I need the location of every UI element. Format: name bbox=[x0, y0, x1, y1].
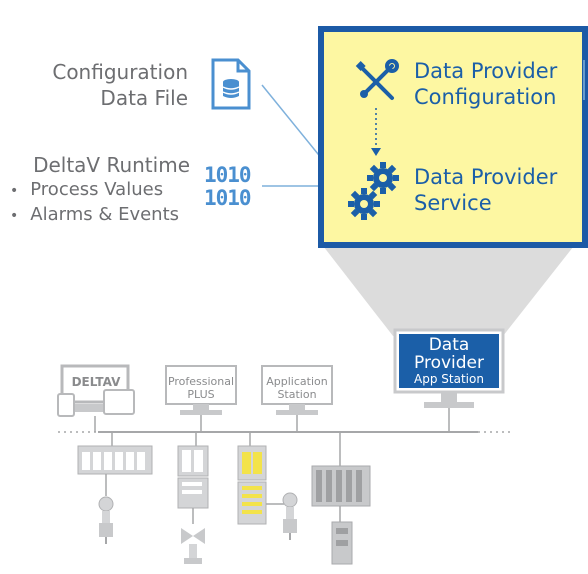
dp-station-line1: Data bbox=[428, 335, 470, 355]
config-data-file-line1: Configuration bbox=[52, 60, 188, 84]
projection-funnel bbox=[320, 242, 577, 336]
professional-plus-line2: PLUS bbox=[187, 388, 215, 401]
bullet-dot-icon: • bbox=[10, 183, 19, 199]
application-station-monitor bbox=[261, 365, 333, 432]
document-database-icon bbox=[211, 58, 251, 110]
io-rack-1 bbox=[77, 445, 153, 544]
config-data-file-line2: Data File bbox=[100, 86, 188, 110]
wrench-screwdriver-icon bbox=[355, 59, 399, 100]
data-provider-station-monitor bbox=[393, 328, 505, 432]
deltav-workstation bbox=[57, 364, 135, 432]
runtime-bullet-1-text: Process Values bbox=[30, 179, 164, 200]
service-label: Data Provider Service bbox=[414, 164, 574, 216]
application-station-line1: Application bbox=[266, 375, 328, 388]
dotted-flow-arrow bbox=[371, 108, 381, 156]
application-station-label: Application Station bbox=[262, 375, 332, 401]
deltav-logo: DELTAV bbox=[71, 375, 121, 389]
dp-station-line3: App Station bbox=[414, 372, 484, 386]
config-data-file-label: Configuration Data File bbox=[20, 59, 188, 111]
config-label: Data Provider Configuration bbox=[414, 58, 574, 110]
dp-station-line2: Provider bbox=[414, 353, 484, 373]
controller-cabinet bbox=[311, 465, 371, 565]
service-label-line2: Service bbox=[414, 191, 492, 215]
gear-icon bbox=[348, 188, 380, 220]
gear-icon bbox=[367, 162, 399, 194]
gears-icon bbox=[348, 162, 399, 220]
application-station-line2: Station bbox=[277, 388, 317, 401]
data-provider-station-label: Data Provider App Station bbox=[399, 336, 499, 387]
io-rack-2 bbox=[177, 445, 209, 564]
binary-line-1: 1010 bbox=[204, 163, 252, 187]
panel-edge-arrow bbox=[583, 60, 585, 100]
professional-plus-label: Professional PLUS bbox=[166, 375, 236, 401]
professional-plus-monitor bbox=[165, 365, 237, 432]
config-label-line1: Data Provider bbox=[414, 59, 558, 83]
bullet-dot-icon: • bbox=[10, 208, 19, 224]
professional-plus-line1: Professional bbox=[167, 375, 235, 388]
binary-data-icon: 1010 1010 bbox=[204, 164, 260, 210]
binary-line-2: 1010 bbox=[204, 186, 252, 210]
runtime-bullet-2: • Alarms & Events bbox=[10, 203, 190, 228]
runtime-title: DeltaV Runtime bbox=[33, 153, 190, 177]
runtime-label: DeltaV Runtime • Process Values • Alarms &… bbox=[10, 152, 190, 228]
io-rack-3 bbox=[237, 445, 298, 540]
service-label-line1: Data Provider bbox=[414, 165, 558, 189]
runtime-bullet-1: • Process Values bbox=[10, 178, 190, 203]
config-label-line2: Configuration bbox=[414, 85, 557, 109]
runtime-bullet-2-text: Alarms & Events bbox=[30, 204, 180, 225]
